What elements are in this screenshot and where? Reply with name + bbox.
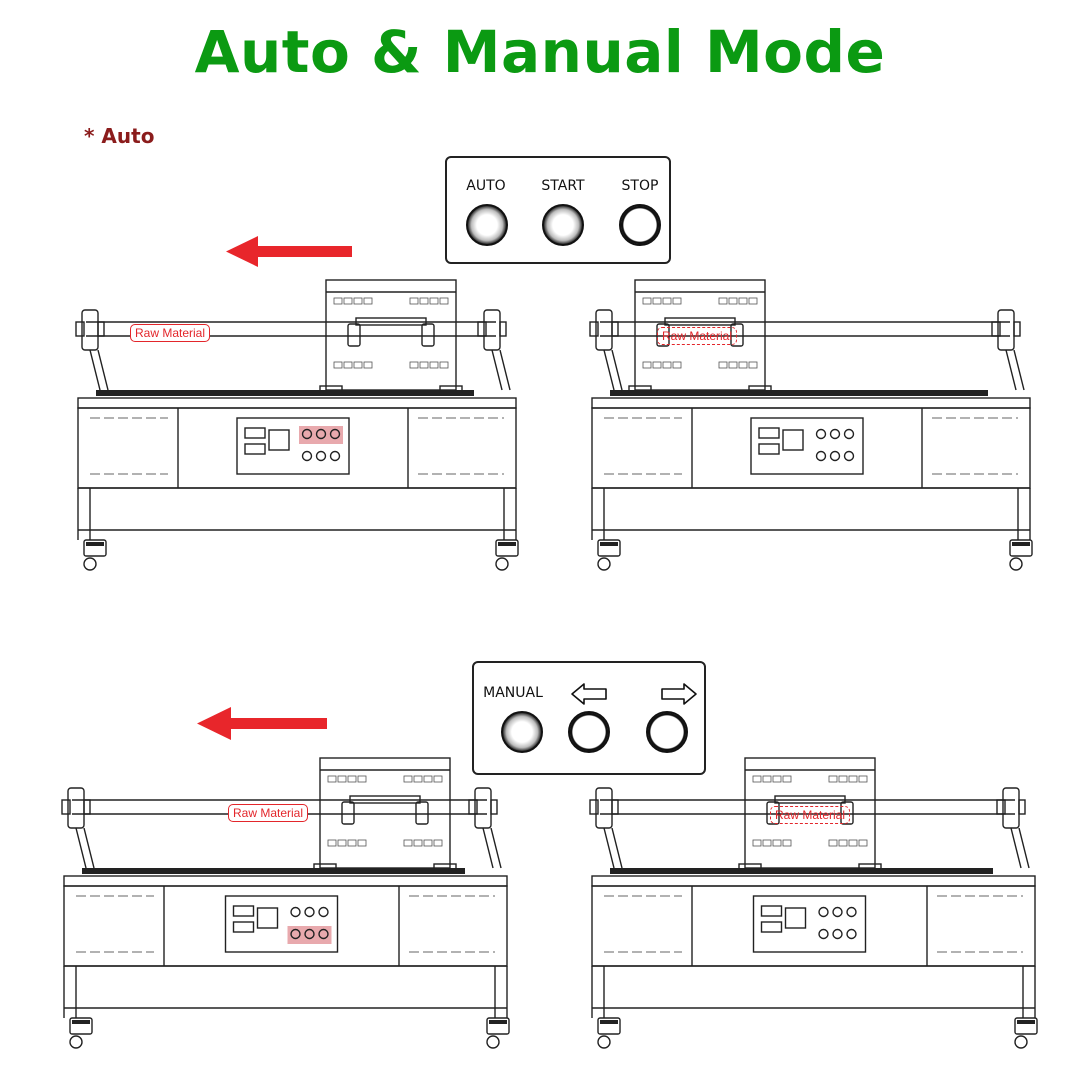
manual-direction-arrow <box>197 707 327 740</box>
start-button[interactable] <box>542 204 584 246</box>
start-button-label: START <box>541 178 585 194</box>
manual-control-panel: MANUAL <box>472 661 706 775</box>
auto-section-label: * Auto <box>84 124 155 148</box>
right-jog-button[interactable] <box>646 711 688 753</box>
auto-control-panel: AUTO START STOP <box>445 156 671 264</box>
stop-button-label: STOP <box>621 178 659 194</box>
manual-button-label: MANUAL <box>483 685 543 701</box>
right-arrow-icon <box>661 683 697 705</box>
left-arrow-icon <box>571 683 607 705</box>
auto-raw-material-tag-before: Raw Material <box>130 324 211 342</box>
manual-machine-before <box>61 757 510 1049</box>
auto-machine-after <box>589 279 1033 571</box>
auto-direction-arrow <box>226 236 352 267</box>
manual-button[interactable] <box>501 711 543 753</box>
stop-button[interactable] <box>619 204 661 246</box>
page-title: Auto & Manual Mode <box>194 18 886 86</box>
auto-raw-material-tag-after: Raw Material <box>657 327 738 345</box>
manual-raw-material-tag-before: Raw Material <box>228 804 309 822</box>
manual-raw-material-tag-after: Raw Material <box>770 806 851 824</box>
auto-button[interactable] <box>466 204 508 246</box>
auto-button-label: AUTO <box>466 178 506 194</box>
left-jog-button[interactable] <box>568 711 610 753</box>
auto-machine-before <box>75 279 519 571</box>
manual-machine-after <box>589 757 1038 1049</box>
